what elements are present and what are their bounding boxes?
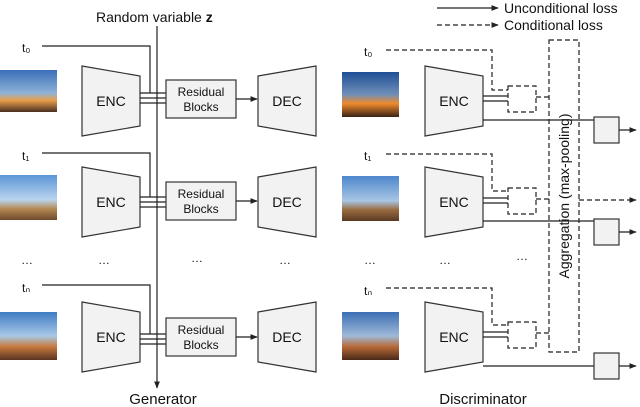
time-label: t₁ — [22, 149, 29, 163]
enc-label: ENC — [439, 329, 469, 345]
time-dashed-connector — [386, 49, 508, 91]
legend-unconditional-label: Unconditional loss — [504, 0, 618, 16]
enc-block — [81, 65, 141, 137]
disc-output-block — [593, 218, 620, 246]
generator-caption: Generator — [129, 391, 197, 407]
time-label: t₀ — [364, 45, 372, 59]
discriminator-caption: Discriminator — [439, 391, 527, 407]
disc-output-block — [593, 116, 620, 144]
dec-block — [257, 65, 317, 137]
enc-block — [81, 166, 141, 238]
legend-conditional-label: Conditional loss — [504, 17, 603, 33]
time-label: tₙ — [22, 281, 30, 295]
residual-label-line1: Residual — [178, 323, 225, 337]
discriminator-row-1: t₁ ENC — [342, 149, 637, 246]
enc-block — [81, 301, 141, 373]
residual-label-line2: Blocks — [183, 338, 218, 352]
residual-blocks — [165, 79, 237, 119]
ellipsis: … — [439, 253, 451, 267]
dec-label: DEC — [272, 194, 302, 210]
ellipsis: … — [191, 251, 203, 265]
enc-block — [424, 301, 484, 373]
aggregation-box — [548, 39, 580, 353]
aggregation-label: Aggregation (max-pooling) — [556, 114, 572, 279]
input-image-sky — [0, 175, 57, 220]
generator: t₀ ENC Residual Blocks DEC t₁ ENC — [0, 41, 317, 407]
time-dashed-connector — [386, 287, 508, 326]
discriminator-row-0: t₀ ENC — [342, 45, 637, 144]
dec-block — [257, 166, 317, 238]
discriminator: Aggregation (max-pooling) t₀ ENC t₁ ENC — [342, 39, 637, 407]
time-connector — [42, 45, 151, 93]
time-label: t₀ — [22, 41, 30, 55]
residual-label-line1: Residual — [178, 85, 225, 99]
time-dashed-connector — [386, 153, 508, 192]
generator-row-1: t₁ ENC Residual Blocks DEC — [0, 149, 317, 238]
residual-label-line2: Blocks — [183, 202, 218, 216]
dec-label: DEC — [272, 93, 302, 109]
enc-label: ENC — [96, 329, 126, 345]
residual-blocks — [165, 181, 237, 221]
residual-label-line1: Residual — [178, 187, 225, 201]
input-image-sky — [0, 312, 57, 360]
residual-label-line2: Blocks — [183, 100, 218, 114]
generator-row-n: tₙ ENC Residual Blocks DEC — [0, 281, 317, 373]
dec-block — [257, 301, 317, 373]
time-label: t₁ — [364, 149, 371, 163]
ellipsis: … — [516, 249, 528, 263]
ellipsis: … — [21, 253, 33, 267]
dec-label: DEC — [272, 329, 302, 345]
ellipsis: … — [98, 253, 110, 267]
legend: Unconditional loss Conditional loss — [437, 0, 618, 33]
time-label: tₙ — [364, 284, 372, 298]
discriminator-row-n: tₙ ENC — [342, 284, 637, 380]
disc-output-block — [593, 352, 620, 380]
input-image-sky — [342, 176, 399, 221]
enc-label: ENC — [96, 93, 126, 109]
conditional-block — [507, 85, 537, 113]
enc-label: ENC — [439, 194, 469, 210]
residual-blocks — [165, 317, 237, 357]
input-image-sky — [0, 70, 57, 112]
time-connector — [42, 284, 151, 334]
conditional-block — [507, 187, 537, 215]
input-image-sky — [342, 72, 399, 117]
enc-label: ENC — [96, 194, 126, 210]
enc-block — [424, 166, 484, 238]
ellipsis: … — [279, 253, 291, 267]
random-variable-label: Random variable z — [96, 9, 213, 25]
conditional-block — [507, 321, 537, 349]
ellipsis: … — [364, 253, 376, 267]
enc-label: ENC — [439, 93, 469, 109]
enc-block — [424, 65, 484, 137]
input-image-sky — [342, 312, 399, 360]
time-connector — [42, 152, 151, 197]
generator-row-0: t₀ ENC Residual Blocks DEC — [0, 41, 317, 137]
